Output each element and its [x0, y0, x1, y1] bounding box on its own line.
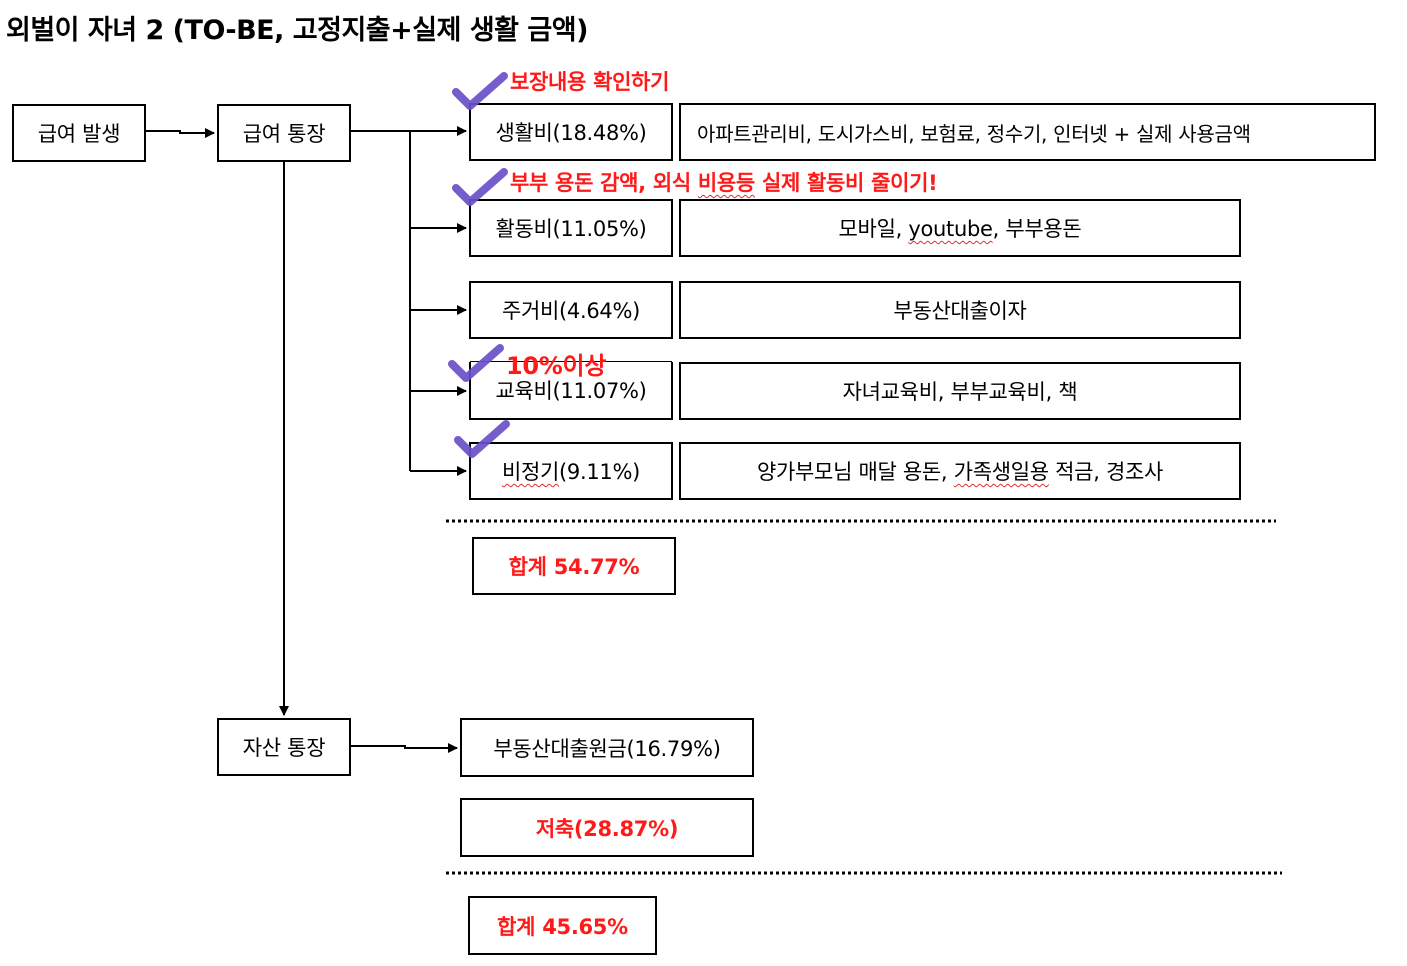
category-housing-box: 주거비(4.64%) [469, 281, 673, 339]
asset-account-label: 자산 통장 [242, 736, 326, 760]
category-education-label: 교육비(11.07%) [495, 379, 647, 403]
savings-label: 저축(28.87%) [535, 816, 679, 841]
category-living-box: 생활비(18.48%) [469, 103, 673, 161]
salary-event-box: 급여 발생 [12, 104, 146, 162]
detail-housing-text: 부동산대출이자 [893, 299, 1027, 323]
detail-education-box: 자녀교육비, 부부교육비, 책 [679, 362, 1241, 420]
arrow-to-mortgage [351, 743, 458, 753]
detail-irregular-box: 양가부모님 매달 용돈, 가족생일용 적금, 경조사 [679, 442, 1241, 500]
note-living: 보장내용 확인하기 [510, 70, 670, 94]
category-living-label: 생활비(18.48%) [495, 121, 647, 145]
note-activity: 부부 용돈 감액, 외식 비용등 실제 활동비 줄이기! [510, 171, 938, 195]
detail-irregular-text: 양가부모님 매달 용돈, 가족생일용 적금, 경조사 [756, 460, 1164, 484]
detail-activity-text: 모바일, youtube, 부부용돈 [838, 217, 1082, 241]
salary-event-label: 급여 발생 [37, 122, 121, 146]
asset-account-box: 자산 통장 [217, 718, 351, 776]
asset-total-label: 합계 45.65% [497, 914, 628, 939]
detail-living-box: 아파트관리비, 도시가스비, 보험료, 정수기, 인터넷 + 실제 사용금액 [679, 103, 1376, 161]
category-activity-box: 활동비(11.05%) [469, 199, 673, 257]
check-icon [454, 420, 510, 458]
detail-living-text: 아파트관리비, 도시가스비, 보험료, 정수기, 인터넷 + 실제 사용금액 [697, 121, 1251, 146]
check-icon [452, 72, 508, 110]
note-education: 10%이상 [506, 352, 607, 380]
salary-account-box: 급여 통장 [217, 104, 351, 162]
category-housing-label: 주거비(4.64%) [501, 299, 641, 323]
salary-account-label: 급여 통장 [242, 122, 326, 146]
mortgage-principal-box: 부동산대출원금(16.79%) [460, 718, 754, 777]
arrow-event-to-account [146, 128, 215, 138]
category-education-box: 교육비(11.07%) [469, 362, 673, 420]
salary-total-box: 합계 54.77% [472, 537, 676, 595]
asset-total-box: 합계 45.65% [468, 896, 657, 955]
page-title: 외벌이 자녀 2 (TO-BE, 고정지출+실제 생활 금액) [6, 15, 588, 46]
category-irregular-label: 비정기(9.11%) [501, 460, 641, 484]
salary-total-label: 합계 54.77% [508, 555, 640, 579]
mortgage-principal-label: 부동산대출원금(16.79%) [493, 736, 721, 761]
savings-box: 저축(28.87%) [460, 798, 754, 857]
check-icon [448, 344, 504, 382]
detail-education-text: 자녀교육비, 부부교육비, 책 [842, 380, 1078, 404]
detail-housing-box: 부동산대출이자 [679, 281, 1241, 339]
category-irregular-box: 비정기(9.11%) [469, 442, 673, 500]
category-activity-label: 활동비(11.05%) [495, 217, 647, 241]
detail-activity-box: 모바일, youtube, 부부용돈 [679, 199, 1241, 257]
check-icon [452, 168, 508, 206]
